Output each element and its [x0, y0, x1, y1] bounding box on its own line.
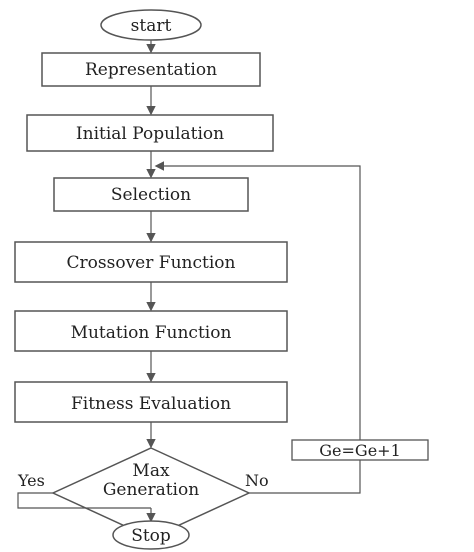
selection-label: Selection: [111, 185, 191, 205]
initial-population-node: Initial Population: [26, 114, 274, 152]
increment-node: Ge=Ge+1: [291, 439, 429, 461]
increment-label: Ge=Ge+1: [319, 441, 401, 460]
selection-box: [53, 177, 249, 212]
crossover-label: Crossover Function: [67, 253, 236, 273]
fitness-label: Fitness Evaluation: [71, 394, 231, 414]
representation-box: [41, 52, 261, 87]
selection-node: Selection: [53, 177, 249, 212]
stop-label: Stop: [131, 526, 171, 546]
initial-population-box: [26, 114, 274, 152]
start-node: start: [100, 9, 202, 41]
no-label: No: [245, 471, 269, 490]
decision-node: Max Generation: [51, 447, 251, 539]
fitness-node: Fitness Evaluation: [14, 381, 288, 423]
crossover-node: Crossover Function: [14, 241, 288, 283]
fitness-box: [14, 381, 288, 423]
crossover-box: [14, 241, 288, 283]
mutation-label: Mutation Function: [71, 323, 232, 343]
start-label: start: [131, 16, 172, 36]
mutation-box: [14, 310, 288, 352]
yes-branch-line: [17, 492, 151, 509]
stop-ellipse: [112, 520, 190, 550]
mutation-node: Mutation Function: [14, 310, 288, 352]
representation-label: Representation: [85, 60, 217, 80]
decision-label-line1: Max: [132, 461, 170, 481]
decision-label-line2: Generation: [103, 480, 199, 500]
initial-population-label: Initial Population: [76, 124, 224, 144]
no-branch-line: [249, 460, 361, 494]
representation-node: Representation: [41, 52, 261, 87]
yes-label: Yes: [17, 471, 45, 490]
loop-back-line: [154, 161, 361, 440]
stop-node: Stop: [112, 520, 190, 550]
